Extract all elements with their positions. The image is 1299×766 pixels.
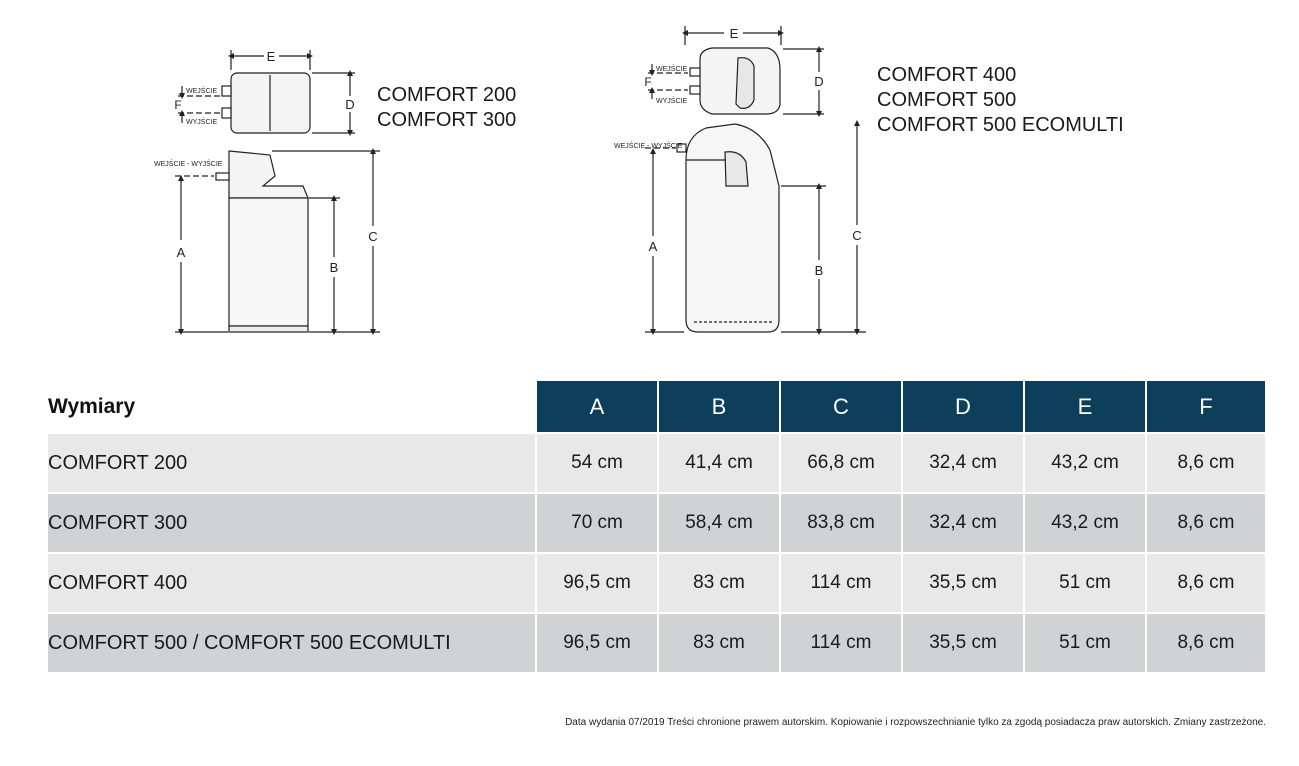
cell-c: 66,8 cm — [779, 432, 901, 492]
dim-label-d-left: D — [345, 97, 354, 112]
cell-c: 114 cm — [779, 612, 901, 672]
cell-d: 35,5 cm — [901, 552, 1023, 612]
cell-f: 8,6 cm — [1145, 432, 1265, 492]
right-top-view — [648, 26, 824, 117]
model-label: COMFORT 400 — [877, 64, 1017, 86]
column-header-a: A — [535, 381, 657, 432]
model-label: COMFORT 500 ECOMULTI — [877, 114, 1124, 136]
dimensions-table: Wymiary A B C D E F COMFORT 200 54 cm 41… — [48, 381, 1265, 672]
dim-label-e-left: E — [267, 49, 276, 64]
cell-d: 32,4 cm — [901, 432, 1023, 492]
dimension-diagram: E D F WEJŚCIE WYJŚCIE WEJŚCIE - WYJŚCIE … — [154, 26, 866, 335]
column-header-e: E — [1023, 381, 1145, 432]
port-inout-right: WEJŚCIE - WYJŚCIE — [614, 141, 683, 150]
cell-f: 8,6 cm — [1145, 612, 1265, 672]
dim-label-f-right: F — [644, 75, 651, 89]
model-label: COMFORT 200 — [377, 84, 517, 106]
cell-a: 96,5 cm — [535, 552, 657, 612]
dim-label-b-right: B — [815, 263, 824, 278]
dim-label-c-left: C — [368, 229, 377, 244]
cell-e: 51 cm — [1023, 552, 1145, 612]
port-inout-left: WEJŚCIE - WYJŚCIE — [154, 159, 223, 168]
right-side-view — [645, 120, 866, 335]
table-title: Wymiary — [48, 381, 535, 432]
dim-label-b-left: B — [330, 260, 339, 275]
row-model-name: COMFORT 400 — [48, 552, 535, 612]
port-out-left: WYJŚCIE — [186, 117, 217, 126]
cell-d: 35,5 cm — [901, 612, 1023, 672]
dim-label-a-right: A — [649, 239, 658, 254]
table-row: COMFORT 500 / COMFORT 500 ECOMULTI 96,5 … — [48, 612, 1265, 672]
cell-e: 43,2 cm — [1023, 492, 1145, 552]
dim-label-c-right: C — [852, 228, 861, 243]
cell-b: 83 cm — [657, 612, 779, 672]
copyright-footer: Data wydania 07/2019 Treści chronione pr… — [565, 717, 1266, 728]
cell-f: 8,6 cm — [1145, 552, 1265, 612]
column-header-c: C — [779, 381, 901, 432]
column-header-f: F — [1145, 381, 1265, 432]
port-in-left: WEJŚCIE — [186, 86, 217, 95]
cell-a: 96,5 cm — [535, 612, 657, 672]
table-row: COMFORT 400 96,5 cm 83 cm 114 cm 35,5 cm… — [48, 552, 1265, 612]
column-header-d: D — [901, 381, 1023, 432]
table-header-row: Wymiary A B C D E F — [48, 381, 1265, 432]
port-in-right: WEJŚCIE — [656, 64, 687, 73]
cell-c: 83,8 cm — [779, 492, 901, 552]
model-label: COMFORT 300 — [377, 109, 517, 131]
cell-a: 54 cm — [535, 432, 657, 492]
cell-b: 83 cm — [657, 552, 779, 612]
cell-b: 41,4 cm — [657, 432, 779, 492]
cell-a: 70 cm — [535, 492, 657, 552]
model-label: COMFORT 500 — [877, 89, 1017, 111]
model-labels-left: COMFORT 200 COMFORT 300 — [377, 83, 516, 133]
cell-c: 114 cm — [779, 552, 901, 612]
model-labels-right: COMFORT 400 COMFORT 500 COMFORT 500 ECOM… — [877, 63, 1124, 138]
cell-e: 51 cm — [1023, 612, 1145, 672]
dim-label-e-right: E — [730, 26, 739, 41]
row-model-name: COMFORT 200 — [48, 432, 535, 492]
cell-b: 58,4 cm — [657, 492, 779, 552]
left-top-view — [178, 50, 355, 136]
cell-f: 8,6 cm — [1145, 492, 1265, 552]
column-header-b: B — [657, 381, 779, 432]
dim-label-f-left: F — [174, 98, 181, 112]
port-out-right: WYJŚCIE — [656, 96, 687, 105]
left-side-view — [175, 148, 380, 335]
dim-label-d-right: D — [814, 74, 823, 89]
cell-e: 43,2 cm — [1023, 432, 1145, 492]
table-row: COMFORT 200 54 cm 41,4 cm 66,8 cm 32,4 c… — [48, 432, 1265, 492]
row-model-name: COMFORT 300 — [48, 492, 535, 552]
row-model-name: COMFORT 500 / COMFORT 500 ECOMULTI — [48, 612, 535, 672]
dim-label-a-left: A — [177, 245, 186, 260]
cell-d: 32,4 cm — [901, 492, 1023, 552]
table-row: COMFORT 300 70 cm 58,4 cm 83,8 cm 32,4 c… — [48, 492, 1265, 552]
